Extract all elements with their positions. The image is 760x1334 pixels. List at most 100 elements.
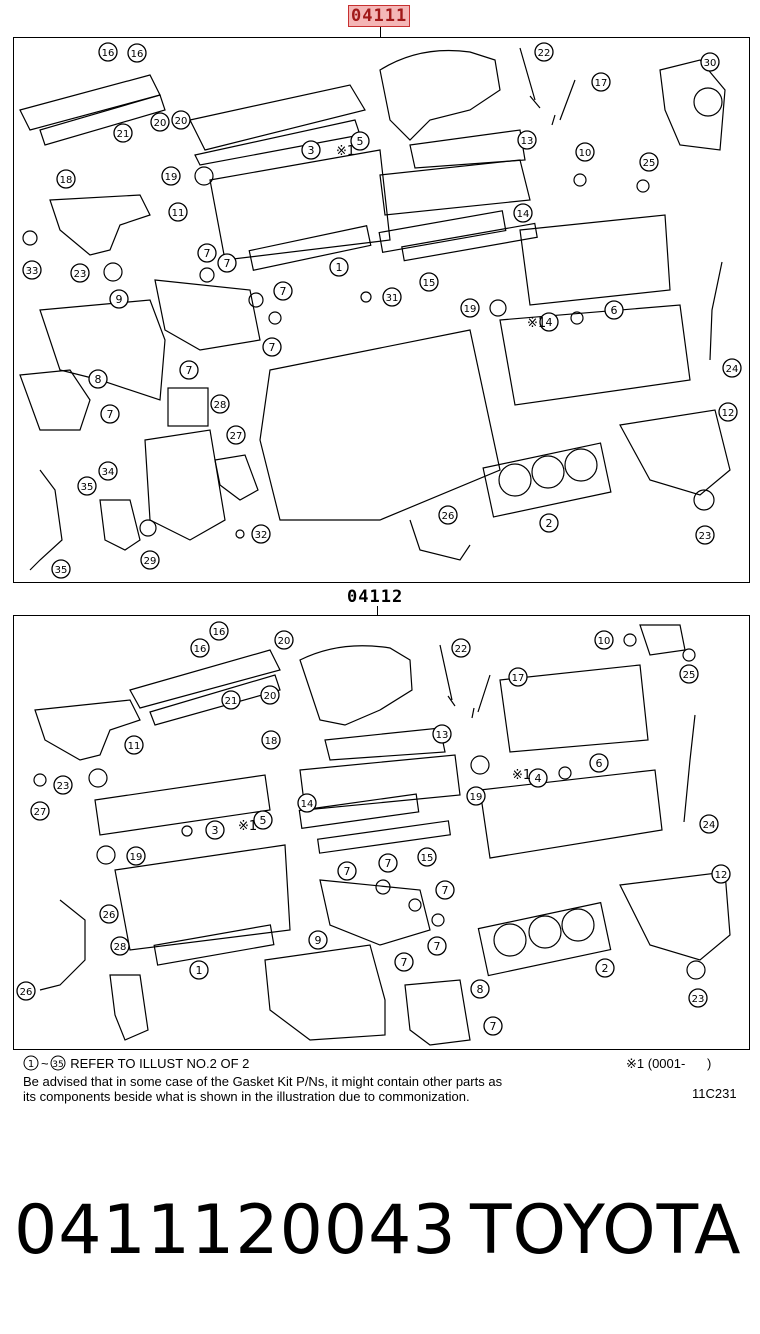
callout-number: 35	[81, 482, 94, 493]
callout-circle	[591, 72, 611, 92]
callout-circle	[16, 981, 36, 1001]
part-callout-top-24: 7	[273, 281, 293, 301]
engine-parts-linework-top	[19, 47, 731, 571]
callout-circle	[140, 550, 160, 570]
part-callout-top-16: 14	[513, 203, 533, 223]
part-callout-bottom-33: 2	[595, 958, 615, 978]
callout-circle	[260, 685, 280, 705]
callout-number: 20	[154, 118, 167, 129]
note-mark-bottom-1: ※1	[512, 768, 531, 783]
callout-circle	[168, 202, 188, 222]
callout-number: 26	[103, 910, 116, 921]
part-callout-bottom-27: 26	[99, 904, 119, 924]
callout-number: 4	[546, 316, 553, 329]
callout-number: 3	[308, 144, 315, 157]
part-callout-bottom-23: 7	[337, 861, 357, 881]
callout-number: 8	[477, 983, 484, 996]
part-callout-bottom-18: 3	[205, 820, 225, 840]
callout-number: 28	[214, 400, 227, 411]
callout-circle	[639, 152, 659, 172]
callout-number: 18	[265, 736, 278, 747]
callout-circle	[483, 1016, 503, 1036]
callout-circle	[70, 263, 90, 283]
callout-circle	[22, 260, 42, 280]
callout-circle	[209, 621, 229, 641]
callout-number: 16	[131, 49, 144, 60]
part-callout-bottom-11: 11	[124, 735, 144, 755]
callout-number: 25	[683, 670, 696, 681]
callout-circle	[438, 505, 458, 525]
callout-circle	[699, 814, 719, 834]
callout-circle	[604, 300, 624, 320]
note-group-top: ※1※1	[336, 144, 546, 331]
callout-number: 7	[107, 408, 114, 421]
part-callout-bottom-17: 5	[253, 810, 273, 830]
callout-circle	[382, 287, 402, 307]
refer-start-number: 1	[28, 1059, 34, 1070]
callout-number: 7	[344, 865, 351, 878]
callout-circle	[161, 166, 181, 186]
part-callout-top-36: 27	[226, 425, 246, 445]
callout-number: 9	[116, 293, 123, 306]
refer-text: REFER TO ILLUST NO.2 OF 2	[70, 1056, 250, 1071]
callout-circle	[718, 402, 738, 422]
brand-name: TOYOTA	[470, 1191, 742, 1270]
callout-circle	[466, 786, 486, 806]
kit-label-leader	[380, 27, 381, 37]
callout-circle	[711, 864, 731, 884]
kit-label-leader-bottom	[377, 606, 378, 615]
part-callout-bottom-21: 19	[126, 846, 146, 866]
part-callout-top-29: 7	[262, 337, 282, 357]
part-callout-bottom-30: 28	[110, 936, 130, 956]
refer-end-number: 35	[52, 1060, 63, 1070]
callout-circle	[722, 358, 742, 378]
callout-number: 20	[264, 691, 277, 702]
callout-circle	[51, 559, 71, 579]
part-callout-top-28: 4	[539, 312, 559, 332]
callout-number: 7	[280, 285, 287, 298]
callout-number: 27	[230, 431, 243, 442]
part-callout-top-39: 26	[438, 505, 458, 525]
callout-number: 29	[144, 556, 157, 567]
note-mark-top-1: ※1	[527, 316, 546, 331]
part-callout-top-19: 7	[217, 253, 237, 273]
callout-number: 35	[55, 565, 68, 576]
part-callout-top-11: 10	[575, 142, 595, 162]
kit-label-04112: 04112	[347, 587, 404, 607]
callout-number: 14	[301, 799, 314, 810]
callout-number: 16	[194, 644, 207, 655]
callout-number: 6	[611, 304, 618, 317]
callout-circle	[124, 735, 144, 755]
advisory-line-2: its components beside what is shown in t…	[23, 1089, 470, 1104]
callout-number: 23	[74, 269, 87, 280]
callout-number: 12	[715, 870, 728, 881]
part-callout-bottom-28: 7	[427, 936, 447, 956]
callout-circle	[528, 768, 548, 788]
callout-number: 8	[95, 373, 102, 386]
callout-circle	[679, 664, 699, 684]
part-callout-top-8: 5	[350, 131, 370, 151]
callout-number: 7	[224, 257, 231, 270]
part-callout-top-41: 32	[251, 524, 271, 544]
callout-number: 19	[165, 172, 178, 183]
part-callout-top-9: 3	[301, 140, 321, 160]
callout-number: 19	[130, 852, 143, 863]
callout-circle	[700, 52, 720, 72]
callout-number: 24	[726, 364, 739, 375]
part-number: 0411120043	[14, 1191, 457, 1270]
callout-circle	[98, 461, 118, 481]
callout-circle	[539, 312, 559, 332]
callout-circle	[435, 880, 455, 900]
part-callout-top-43: 29	[140, 550, 160, 570]
callout-number: 13	[521, 136, 534, 147]
callout-number: 1	[336, 261, 343, 274]
callout-number: 7	[269, 341, 276, 354]
callout-circle	[534, 42, 554, 62]
callout-number: 10	[598, 636, 611, 647]
part-callout-bottom-22: 15	[417, 847, 437, 867]
callout-circle	[394, 952, 414, 972]
part-callout-top-33: 28	[210, 394, 230, 414]
callout-circle	[460, 298, 480, 318]
callout-circle	[226, 425, 246, 445]
part-callout-top-21: 23	[70, 263, 90, 283]
